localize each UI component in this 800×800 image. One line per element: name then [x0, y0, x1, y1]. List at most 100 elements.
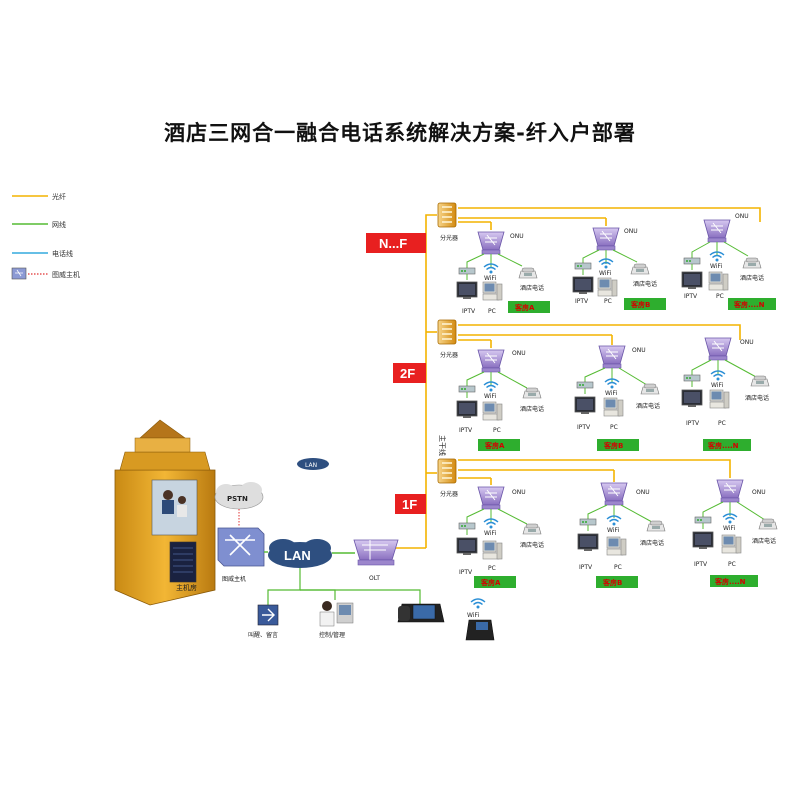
room-label: 客房B	[602, 578, 622, 587]
iptv-label: IPTV	[694, 561, 708, 568]
pc-label: PC	[610, 424, 618, 431]
splitter-icon	[437, 202, 457, 228]
iptv-label: IPTV	[686, 420, 700, 427]
splitter-icon	[437, 458, 457, 484]
legend-phoneline-label: 电话线	[52, 249, 73, 258]
pc-icon	[482, 540, 503, 560]
room-badge	[508, 301, 550, 313]
iptv-label: IPTV	[684, 293, 698, 300]
iptv-label: IPTV	[575, 298, 589, 305]
onu-icon	[598, 345, 626, 369]
iptv-icon	[456, 400, 478, 419]
wifi-phone-label: WiFi	[467, 612, 479, 619]
pc-label: PC	[716, 293, 724, 300]
onu-label: ONU	[624, 228, 638, 235]
wifi-label: WiFi	[484, 530, 496, 537]
svg-text:N...F: N...F	[379, 236, 407, 251]
host-label: 图威主机	[222, 575, 246, 583]
onu-icon	[716, 479, 744, 503]
phone-icon	[518, 267, 538, 279]
legend: 光纤 网线 电话线 图威主机	[11, 192, 80, 280]
pc-label: PC	[488, 308, 496, 315]
onu-icon	[704, 337, 732, 361]
pc-label: PC	[604, 298, 612, 305]
iptv-icon	[456, 537, 478, 556]
phone-icon	[640, 383, 660, 395]
pc-icon	[721, 534, 742, 554]
legend-fiber-label: 光纤	[52, 192, 66, 201]
room-cluster: ONU WiFi IPTV PC 酒店电话 客房B	[572, 227, 666, 310]
room-badge	[710, 575, 758, 587]
iptv-icon	[692, 531, 714, 550]
iptv-label: IPTV	[459, 569, 473, 576]
room-badge	[703, 439, 751, 451]
room-cluster: ONU WiFi IPTV PC 酒店电话 客房B	[577, 482, 666, 588]
legend-cable-label: 网线	[52, 220, 66, 229]
onu-label: ONU	[510, 233, 524, 240]
wifi-label: WiFi	[607, 527, 619, 534]
splitter-label: 分光器	[440, 351, 458, 359]
iptv-label: IPTV	[459, 427, 473, 434]
wifi-label: WiFi	[710, 263, 722, 270]
wifi-label: WiFi	[723, 525, 735, 532]
room-badge	[474, 576, 516, 588]
room-label: 客房A	[480, 578, 501, 587]
iptv-icon	[681, 389, 703, 408]
host-switch-icon	[217, 527, 265, 567]
room-label: 客房....N	[733, 300, 765, 309]
phone-label: 酒店电话	[520, 541, 544, 549]
room-cluster: ONU WiFi IPTV PC 酒店电话 客房....N	[681, 213, 776, 310]
onu-icon	[477, 231, 505, 255]
pc-icon	[709, 389, 730, 409]
page-title: 酒店三网合一融合电话系统解决方案-纤入户部署	[164, 121, 636, 145]
iptv-icon	[577, 533, 599, 552]
pc-icon	[482, 281, 503, 301]
wifi-phone-icon	[465, 598, 495, 641]
pc-icon	[597, 277, 618, 297]
operator-icon	[319, 601, 354, 627]
room-cluster: ONU WiFi IPTV PC 酒店电话 客房....N	[681, 337, 770, 451]
room-cluster: ONU WiFi IPTV PC 酒店电话 客房B	[574, 345, 660, 451]
onu-label: ONU	[636, 489, 650, 496]
onu-icon	[592, 227, 620, 251]
iptv-icon	[681, 271, 703, 290]
floor-label-nf: N...F	[366, 233, 426, 253]
pc-icon	[603, 397, 624, 417]
svg-text:1F: 1F	[402, 497, 417, 512]
room-label: 客房B	[630, 300, 650, 309]
fiber-trunk	[381, 207, 761, 549]
room-label: 客房....N	[714, 577, 746, 586]
iptv-label: IPTV	[577, 424, 591, 431]
wifi-label: WiFi	[484, 275, 496, 282]
phone-label: 酒店电话	[520, 284, 544, 292]
legend-host-label: 图威主机	[52, 270, 80, 279]
splitter-label: 分光器	[440, 234, 458, 242]
phone-icon	[522, 523, 542, 535]
onu-icon	[703, 219, 731, 243]
onu-icon	[477, 486, 505, 510]
onu-label: ONU	[512, 350, 526, 357]
splitter-icon	[437, 319, 457, 345]
phone-icon	[630, 263, 650, 275]
room-cluster: ONU WiFi IPTV PC 酒店电话 客房A	[456, 349, 544, 451]
olt-icon	[353, 539, 399, 566]
control-label: 控制/管理	[319, 631, 345, 639]
phone-icon	[522, 387, 542, 399]
phone-label: 酒店电话	[752, 537, 776, 545]
room-badge	[596, 576, 638, 588]
iptv-label: IPTV	[579, 564, 593, 571]
onu-icon	[600, 482, 628, 506]
phone-label: 酒店电话	[520, 405, 544, 413]
phone-icon	[646, 520, 666, 532]
pc-icon	[606, 536, 627, 556]
olt-label: OLT	[369, 575, 380, 582]
phone-label: 酒店电话	[740, 274, 764, 282]
lan-small-cloud-icon	[297, 458, 329, 470]
lan-label: LAN	[284, 548, 311, 563]
onu-label: ONU	[752, 489, 766, 496]
room-label: 客房A	[484, 441, 505, 450]
phone-icon	[742, 257, 762, 269]
phone-label: 酒店电话	[745, 394, 769, 402]
onu-label: ONU	[740, 339, 754, 346]
